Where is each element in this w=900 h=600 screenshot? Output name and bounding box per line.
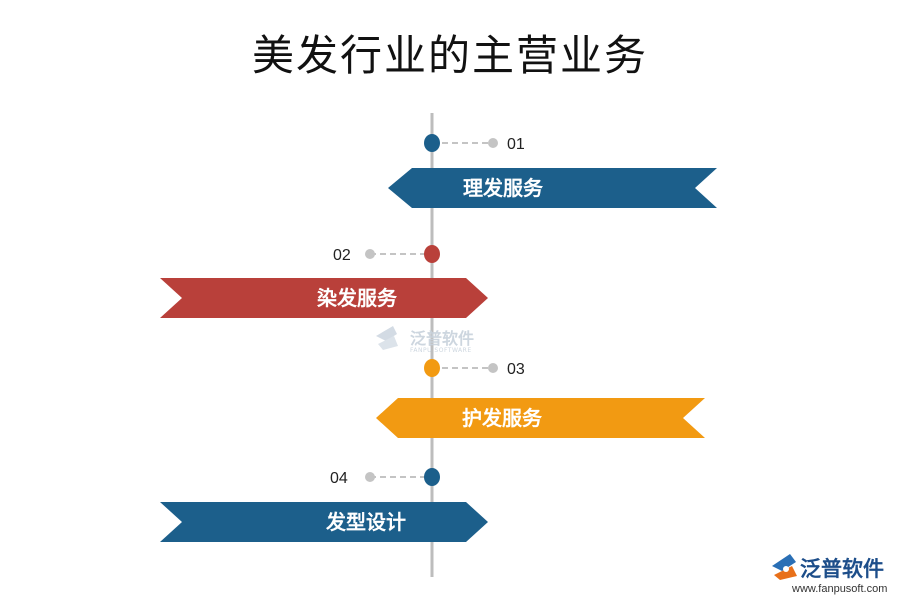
item-number: 02: [333, 247, 351, 264]
connector-end-dot: [488, 138, 498, 148]
watermark: 泛普软件 FANPU SOFTWARE: [376, 326, 474, 354]
ribbon-banner: [160, 502, 488, 542]
connector-end-dot: [365, 249, 375, 259]
watermark-name: 泛普软件: [410, 329, 474, 348]
ribbon-label: 发型设计: [325, 510, 406, 534]
connector-end-dot: [488, 363, 498, 373]
watermark-sub: FANPU SOFTWARE: [410, 347, 472, 354]
timeline-node: [424, 134, 440, 152]
timeline-item-03: 03 护发服务: [376, 359, 705, 438]
ribbon-label: 理发服务: [463, 176, 544, 200]
page-title: 美发行业的主营业务: [251, 31, 648, 80]
ribbon-banner: [388, 168, 717, 208]
brand-logo-icon: [772, 554, 797, 580]
watermark-logo-icon: [376, 326, 398, 350]
brand-logo-name: 泛普软件: [800, 557, 884, 581]
timeline-item-04: 04 发型设计: [160, 468, 488, 542]
ribbon-label: 染发服务: [317, 286, 398, 310]
ribbon-banner: [160, 278, 488, 318]
timeline-node: [424, 359, 440, 377]
timeline-node: [424, 468, 440, 486]
item-number: 01: [507, 136, 525, 153]
brand-logo: 泛普软件 www.fanpusoft.com: [772, 554, 887, 595]
connector-end-dot: [365, 472, 375, 482]
timeline-item-01: 01 理发服务: [388, 134, 717, 208]
item-number: 04: [330, 470, 348, 487]
timeline-node: [424, 245, 440, 263]
ribbon-label: 护发服务: [462, 406, 543, 430]
ribbon-banner: [376, 398, 705, 438]
timeline-item-02: 02 染发服务: [160, 245, 488, 318]
item-number: 03: [507, 361, 525, 378]
brand-logo-url: www.fanpusoft.com: [791, 583, 887, 595]
